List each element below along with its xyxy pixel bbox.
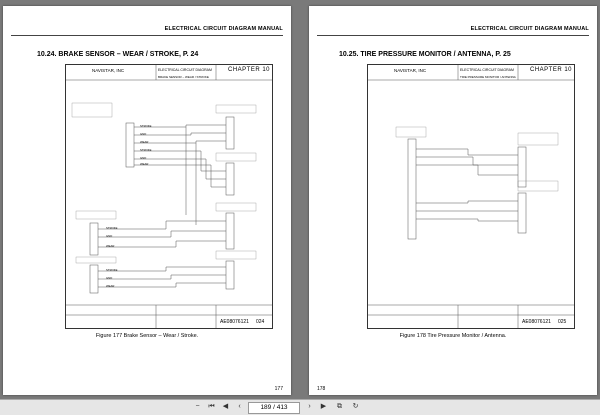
right-page: ELECTRICAL CIRCUIT DIAGRAM MANUAL 10.25.… — [309, 6, 597, 395]
zoom-out-icon[interactable]: − — [195, 403, 200, 410]
wire-label: WEAR — [106, 284, 115, 288]
wire-label: GND — [106, 276, 113, 280]
page-header: ELECTRICAL CIRCUIT DIAGRAM MANUAL — [470, 26, 589, 32]
title-manual: ELECTRICAL CIRCUIT DIAGRAM — [158, 68, 212, 72]
page-number: 177 — [274, 386, 283, 392]
tire-pressure-schematic — [368, 65, 574, 328]
wire-label: WEAR — [106, 244, 115, 248]
schematic-sheet: NAVISTAR, INC ELECTRICAL CIRCUIT DIAGRAM… — [65, 64, 273, 329]
title-company: NAVISTAR, INC — [394, 68, 427, 73]
wire-label: GND — [106, 234, 113, 238]
wire-label: STROKE — [140, 148, 152, 152]
left-page: ELECTRICAL CIRCUIT DIAGRAM MANUAL 10.24.… — [3, 6, 291, 395]
wire-label: STROKE — [140, 124, 152, 128]
brake-sensor-schematic — [66, 65, 272, 328]
next-page-icon[interactable]: › — [308, 403, 311, 410]
drawing-page: 024 — [256, 319, 265, 325]
rotate-icon[interactable]: ↻ — [352, 403, 359, 410]
drawing-code: AE08076121 — [522, 319, 551, 325]
page-number: 178 — [317, 386, 326, 392]
chapter-label: CHAPTER 10 — [228, 67, 271, 73]
header-rule — [11, 35, 283, 36]
figure-caption: Figure 177 Brake Sensor – Wear / Stroke. — [95, 333, 199, 339]
drawing-page: 025 — [558, 319, 567, 325]
wire-label: WEAR — [140, 140, 149, 144]
viewer-toolbar: − ⏮ ◀ ‹ 189 / 413 › ▶ ⧉ ↻ — [0, 399, 600, 415]
title-company: NAVISTAR, INC — [92, 68, 125, 73]
fit-page-icon[interactable]: ⧉ — [337, 403, 342, 410]
last-page-icon[interactable]: ▶ — [320, 403, 327, 410]
page-header: ELECTRICAL CIRCUIT DIAGRAM MANUAL — [164, 26, 283, 32]
chapter-label: CHAPTER 10 — [530, 67, 573, 73]
prev-single-icon[interactable]: ‹ — [238, 403, 241, 410]
figure-caption: Figure 178 Tire Pressure Monitor / Anten… — [399, 333, 507, 339]
header-rule — [317, 35, 589, 36]
wire-label: STROKE — [106, 268, 118, 272]
schematic-sheet: NAVISTAR, INC ELECTRICAL CIRCUIT DIAGRAM… — [367, 64, 575, 329]
title-subtitle: BRAKE SENSOR – WEAR / STROKE — [158, 75, 209, 79]
first-page-icon[interactable]: ⏮ — [208, 403, 215, 410]
title-manual: ELECTRICAL CIRCUIT DIAGRAM — [460, 68, 514, 72]
section-title: 10.25. TIRE PRESSURE MONITOR / ANTENNA, … — [339, 51, 511, 58]
page-indicator-input[interactable]: 189 / 413 — [248, 402, 300, 414]
drawing-code: AE08076121 — [220, 319, 249, 325]
wire-label: STROKE — [106, 226, 118, 230]
prev-page-icon[interactable]: ◀ — [222, 403, 229, 410]
title-subtitle: TIRE PRESSURE MONITOR / ANTENNA — [460, 75, 516, 79]
section-title: 10.24. BRAKE SENSOR – WEAR / STROKE, P. … — [37, 51, 199, 58]
wire-label: GND — [140, 132, 147, 136]
wire-label: GND — [140, 156, 147, 160]
wire-label: WEAR — [140, 162, 149, 166]
